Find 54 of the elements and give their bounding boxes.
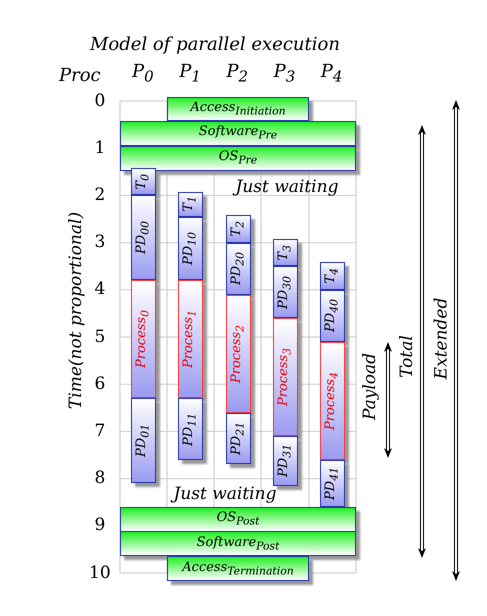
box-label: Software$_{Post}$ bbox=[196, 536, 280, 552]
data-box bbox=[320, 460, 345, 507]
setup-box bbox=[320, 262, 345, 290]
title: Model of parallel execution bbox=[90, 36, 340, 54]
data-box bbox=[131, 195, 156, 280]
tick-label: 0 bbox=[94, 92, 106, 110]
data-box bbox=[320, 290, 345, 342]
access-bar bbox=[167, 97, 309, 122]
tick-label: 4 bbox=[94, 281, 106, 298]
column-label: P$_{2}$ bbox=[226, 63, 248, 85]
os-bar bbox=[120, 506, 356, 532]
process-bar bbox=[131, 280, 156, 398]
tick-label: 3 bbox=[94, 234, 106, 252]
axis-title: Proc bbox=[59, 67, 101, 85]
box-label: Access$_{Initiation}$ bbox=[190, 101, 286, 118]
setup-box bbox=[226, 215, 251, 243]
data-box bbox=[226, 242, 251, 294]
tick-label: 7 bbox=[94, 422, 106, 440]
column-label: P$_{1}$ bbox=[179, 63, 201, 85]
setup-box bbox=[178, 192, 203, 217]
box-label: OS$_{Pre}$ bbox=[218, 150, 258, 167]
axis-title: Time(not proportional) bbox=[68, 211, 85, 409]
column-label: P$_{3}$ bbox=[274, 63, 296, 85]
access-bar bbox=[167, 556, 309, 582]
data-box bbox=[226, 412, 251, 464]
column-label: P$_{0}$ bbox=[132, 63, 154, 85]
data-box bbox=[178, 398, 203, 460]
tick-label: 2 bbox=[94, 186, 106, 204]
tick-label: 8 bbox=[94, 470, 106, 488]
column-label: P$_{4}$ bbox=[320, 63, 342, 85]
box-label: Access$_{Termination}$ bbox=[182, 560, 294, 578]
tick-label: 9 bbox=[94, 517, 106, 534]
setup-box bbox=[131, 168, 156, 196]
dimension-label: Payload bbox=[362, 352, 379, 420]
tick-label: 1 bbox=[94, 140, 106, 157]
tick-label: 5 bbox=[94, 328, 106, 346]
dimension-label: Extended bbox=[433, 297, 450, 379]
process-bar bbox=[178, 280, 203, 398]
box-label: OS$_{Post}$ bbox=[216, 511, 260, 528]
tick-label: 10 bbox=[89, 564, 111, 582]
tick-label: 6 bbox=[94, 376, 106, 393]
process-bar bbox=[273, 318, 298, 436]
setup-box bbox=[273, 238, 298, 266]
box-label: Software$_{Pre}$ bbox=[198, 125, 278, 142]
data-box bbox=[273, 436, 298, 486]
data-box bbox=[273, 266, 298, 318]
software-bar bbox=[120, 531, 356, 556]
data-box bbox=[178, 216, 203, 280]
software-bar bbox=[120, 120, 356, 146]
process-bar bbox=[226, 294, 251, 413]
process-bar bbox=[320, 342, 345, 460]
data-box bbox=[131, 398, 156, 484]
dimension-label: Total bbox=[398, 334, 416, 378]
os-bar bbox=[120, 146, 356, 171]
